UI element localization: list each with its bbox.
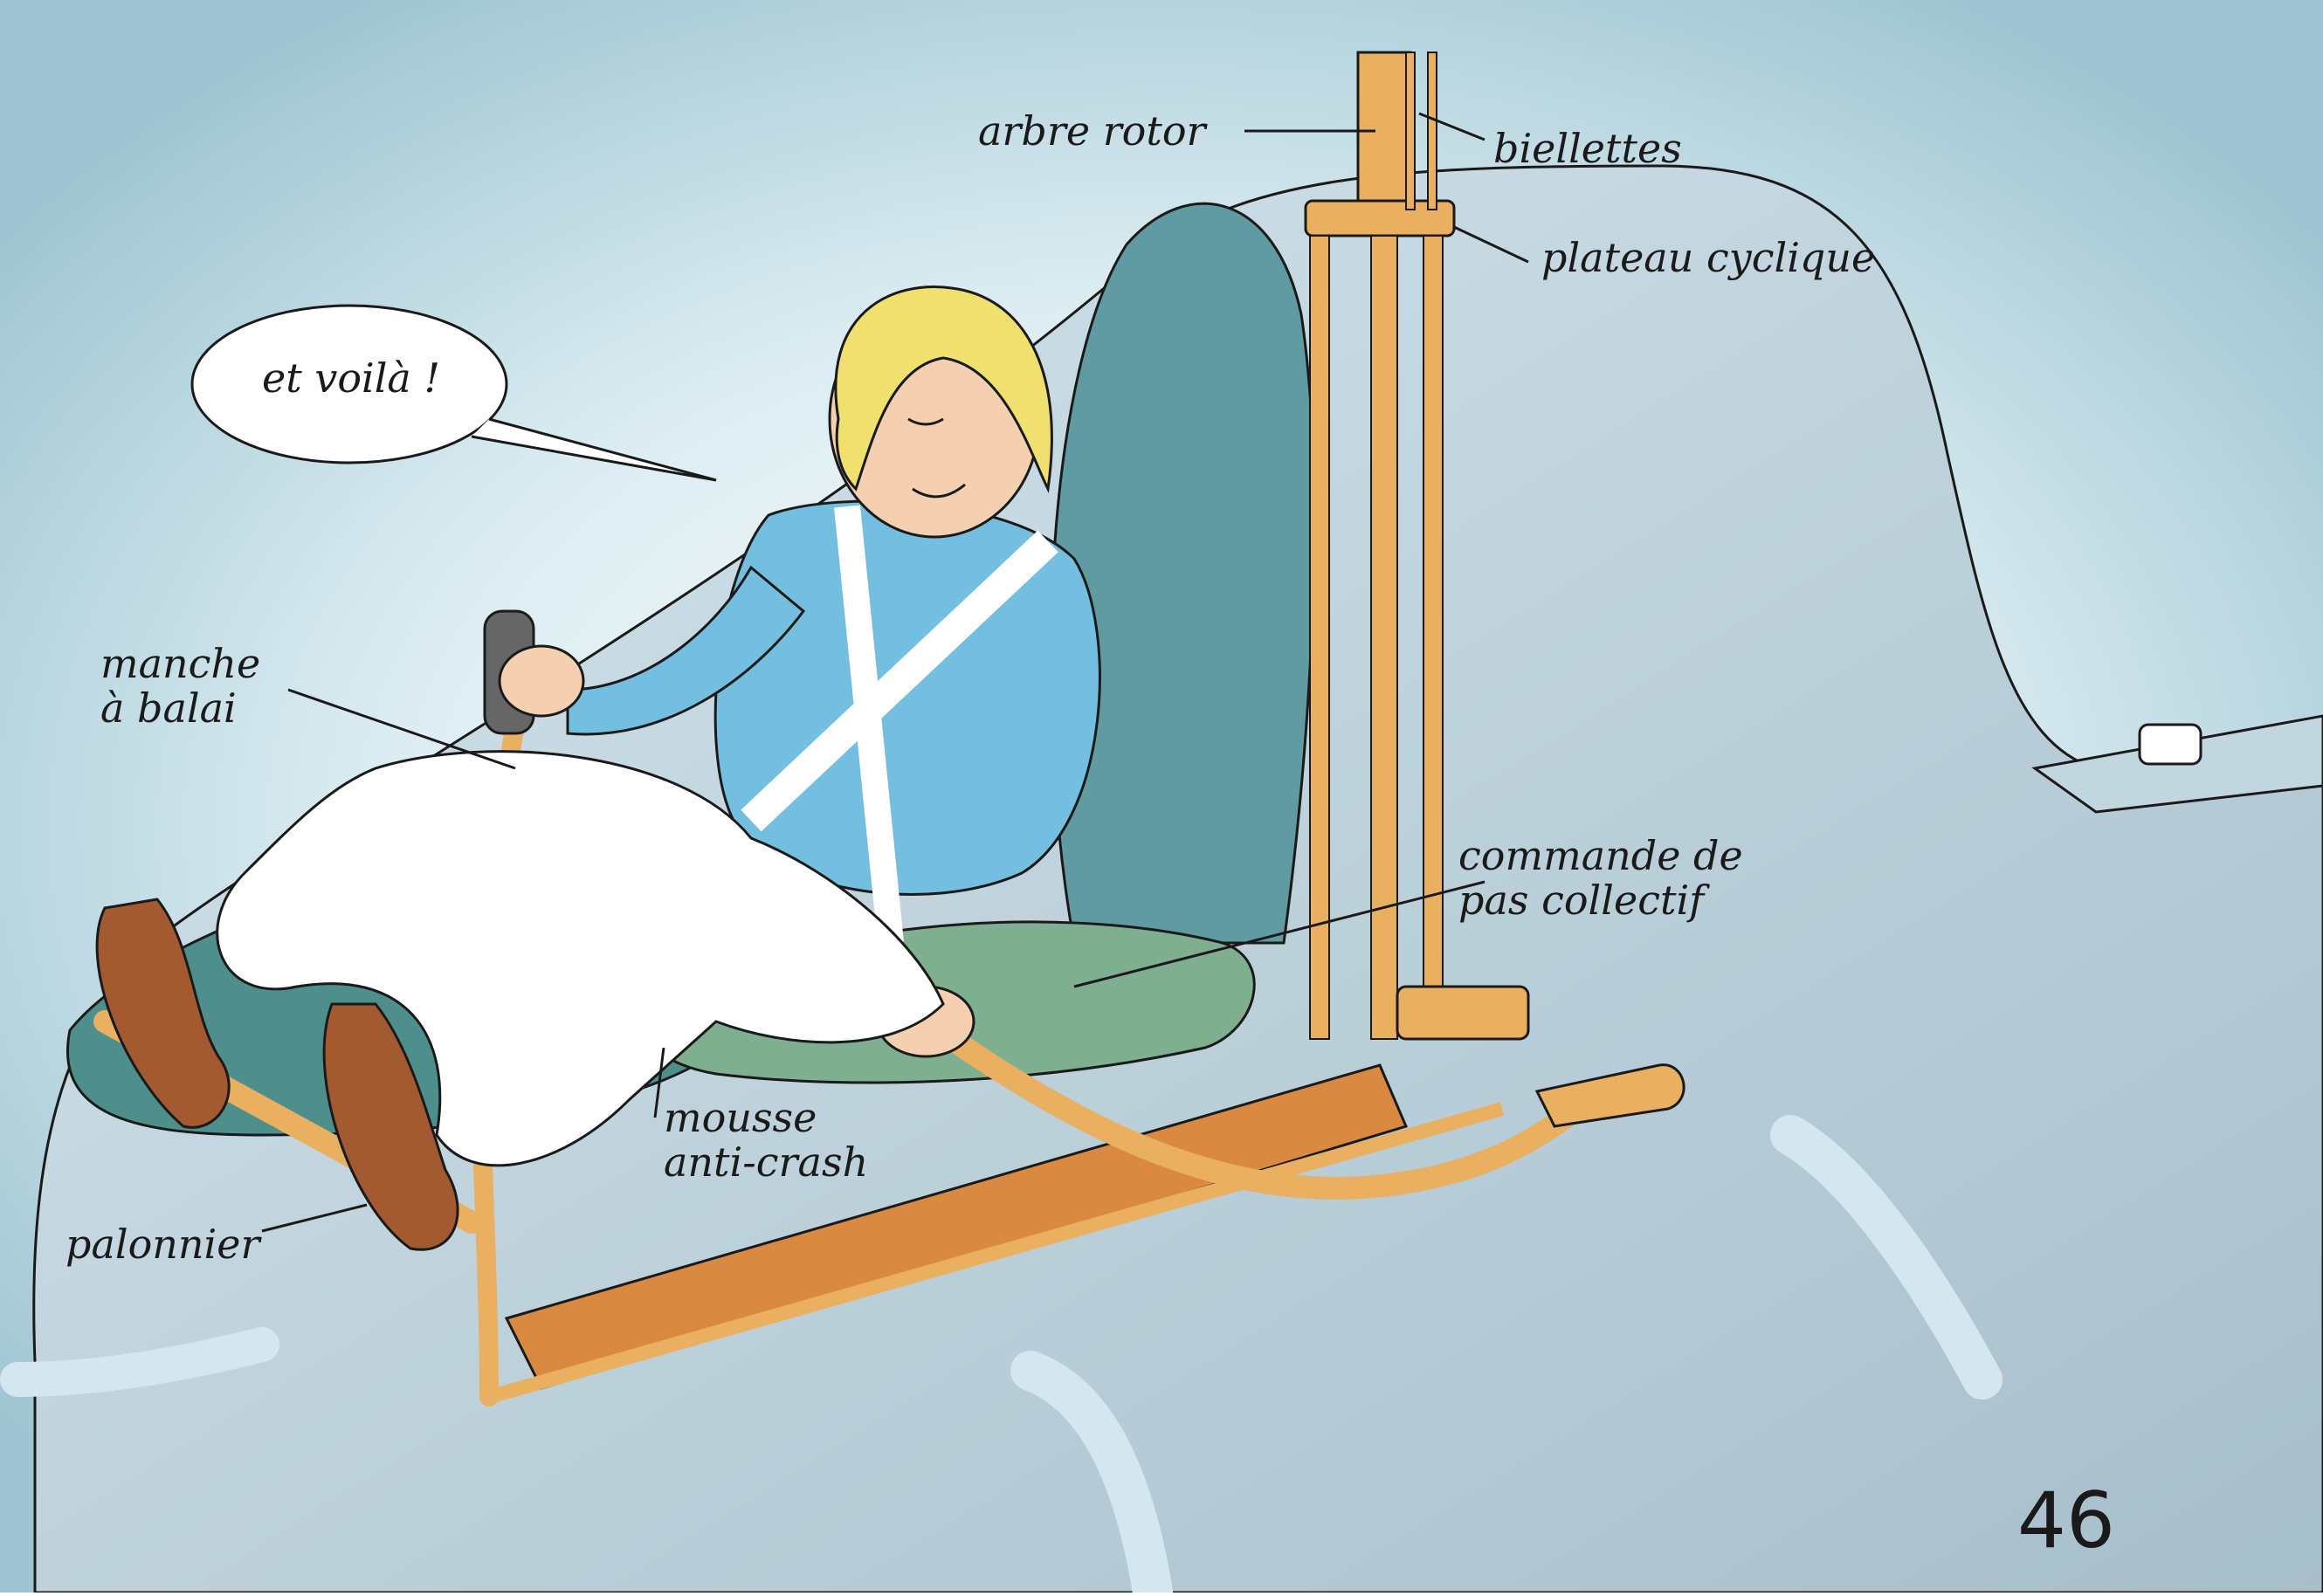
links-label: biellettes — [1493, 127, 1682, 171]
foam-label: mousse anti-crash — [664, 1096, 868, 1184]
collective-bracket — [1397, 987, 1528, 1039]
rotor-shaft-label: arbre rotor — [978, 109, 1206, 154]
mast-rod-right — [1423, 236, 1443, 1039]
swashplate-label: plateau cyclique — [1541, 236, 1875, 280]
mast-rod-left — [1310, 236, 1329, 1039]
cyclic-stick-label: manche à balai — [100, 642, 260, 730]
pilot-hand-left — [500, 646, 583, 716]
rotor-shaft — [1358, 52, 1410, 201]
pedals-label: palonnier — [65, 1222, 259, 1267]
mast-rod-middle — [1371, 236, 1397, 1039]
link-rod-right — [1428, 52, 1437, 210]
link-rod-left — [1406, 52, 1415, 210]
speech-bubble-text: et voilà ! — [262, 356, 440, 401]
page-number: 46 — [2017, 1476, 2115, 1565]
tail-clamp — [2140, 725, 2201, 764]
collective-label: commande de pas collectif — [1458, 834, 1743, 922]
